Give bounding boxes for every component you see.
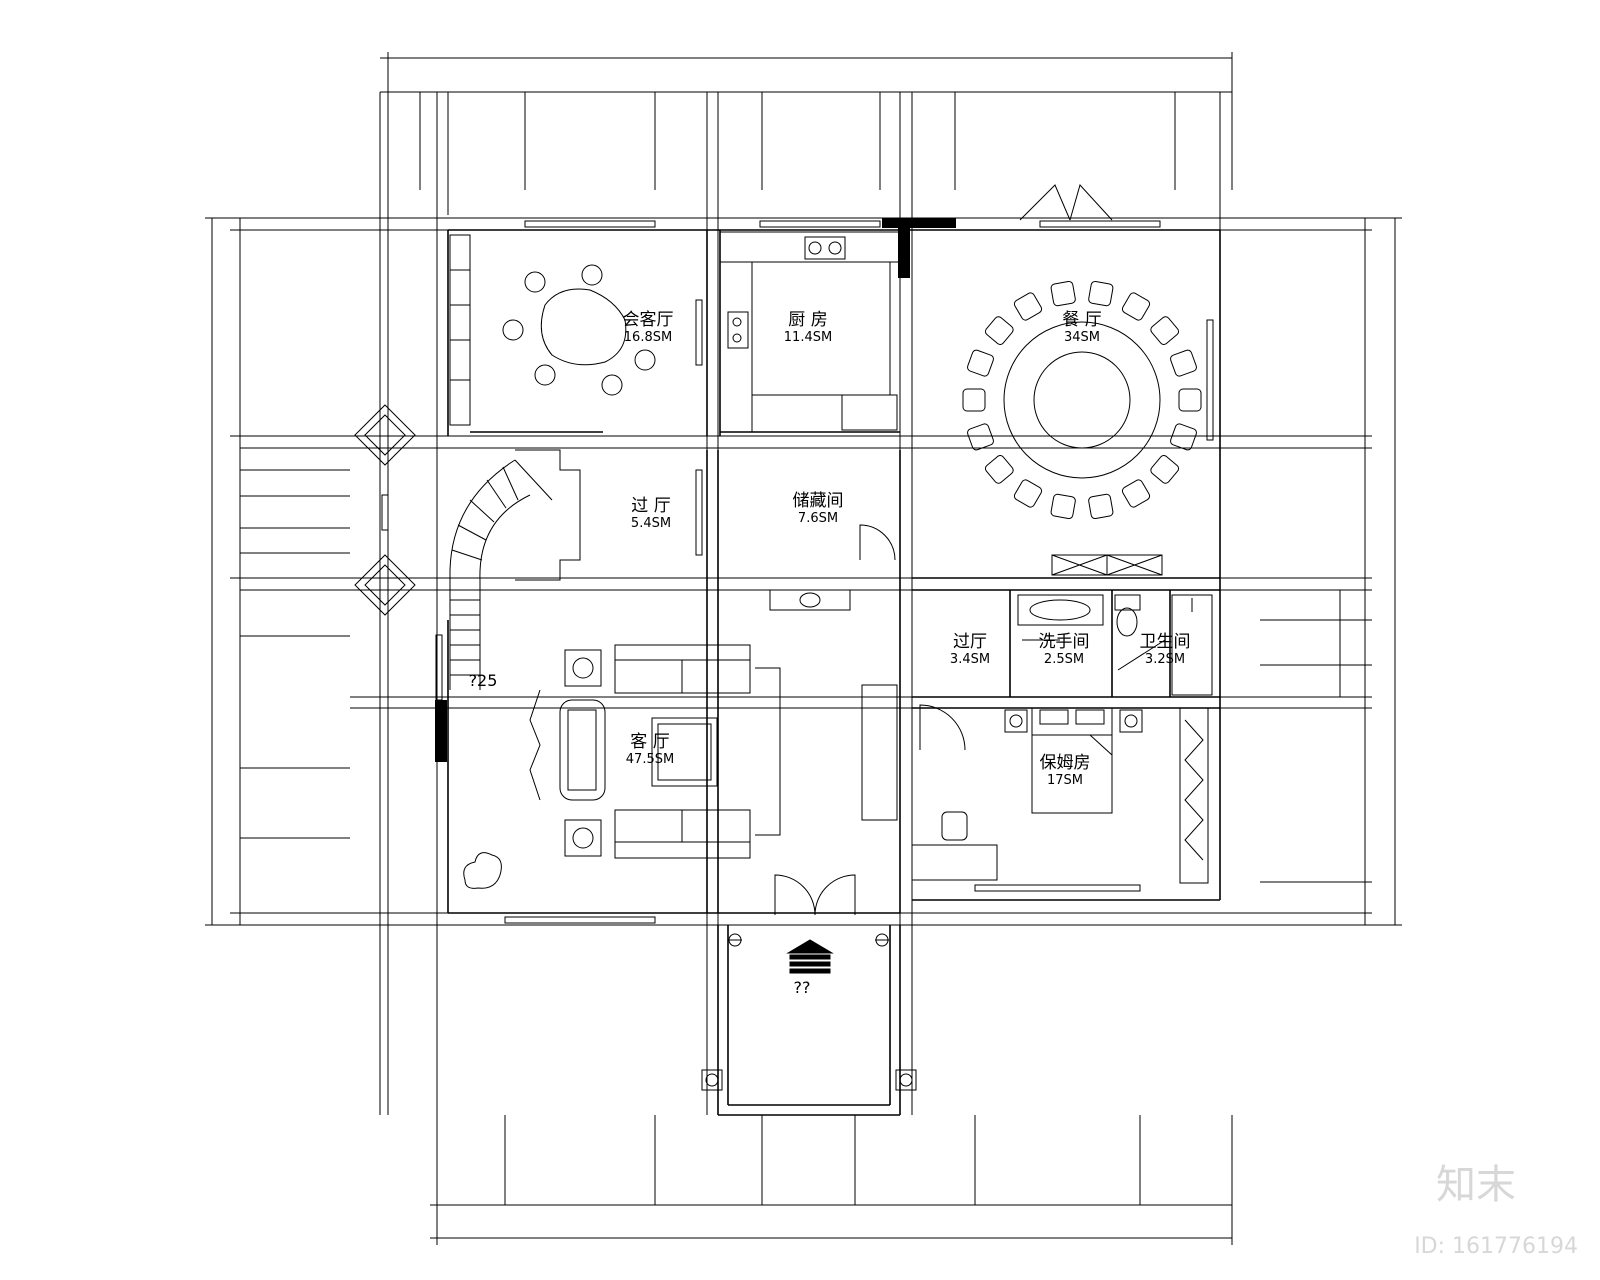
solid-columns bbox=[435, 218, 956, 762]
dining-chair bbox=[1170, 423, 1197, 451]
room-label-maid: 保姆房 17SM bbox=[1040, 753, 1091, 788]
dining-bay-door bbox=[1019, 184, 1113, 221]
dining-chair bbox=[1121, 479, 1151, 508]
room-area: 34SM bbox=[1064, 330, 1100, 345]
room-name: 卫生间 bbox=[1140, 632, 1191, 652]
windows bbox=[381, 220, 1214, 924]
furniture bbox=[449, 231, 1213, 1091]
room-area: 2.5SM bbox=[1044, 652, 1084, 667]
dining-chair bbox=[1050, 280, 1076, 307]
dining-chair bbox=[1150, 455, 1180, 484]
dining-chairs bbox=[962, 280, 1202, 520]
dining-chair bbox=[1013, 479, 1043, 508]
doors bbox=[774, 524, 1166, 916]
room-name: 客 厅 bbox=[630, 732, 669, 752]
dining-chair bbox=[1150, 316, 1180, 345]
room-area: 3.2SM bbox=[1145, 652, 1185, 667]
dining-chair bbox=[1088, 493, 1114, 520]
room-area: 11.4SM bbox=[784, 330, 832, 345]
room-name: 会客厅 bbox=[623, 310, 674, 330]
room-name: 餐 厅 bbox=[1062, 310, 1101, 330]
room-area: 5.4SM bbox=[631, 516, 671, 531]
room-area: 47.5SM bbox=[626, 752, 674, 767]
entrance-arrow bbox=[786, 939, 834, 974]
dining-chair bbox=[967, 349, 994, 377]
watermark-id: ID: 161776194 bbox=[1414, 1234, 1578, 1259]
room-label-dining: 餐 厅 34SM bbox=[1062, 310, 1101, 345]
room-area: 3.4SM bbox=[950, 652, 990, 667]
dining-chair bbox=[984, 316, 1014, 345]
dining-chair bbox=[1178, 388, 1202, 412]
entrance-note: ?? bbox=[794, 978, 811, 997]
room-name: 过厅 bbox=[953, 632, 987, 652]
room-name: 储藏间 bbox=[793, 491, 844, 511]
exterior-lamps bbox=[354, 404, 889, 947]
axis-grid bbox=[205, 52, 1402, 1245]
watermark-logo: 知末 bbox=[1436, 1162, 1516, 1208]
room-label-storage: 储藏间 7.6SM bbox=[793, 491, 844, 526]
room-label-living: 客 厅 47.5SM bbox=[626, 732, 674, 767]
room-name: 过 厅 bbox=[631, 496, 670, 516]
room-name: 洗手间 bbox=[1039, 632, 1090, 652]
walls bbox=[447, 229, 1221, 1116]
room-label-kitchen: 厨 房 11.4SM bbox=[784, 310, 832, 345]
dining-chair bbox=[1170, 349, 1197, 377]
stair-note: ?25 bbox=[469, 671, 498, 690]
dining-chair bbox=[1013, 292, 1043, 321]
room-label-bathroom: 卫生间 3.2SM bbox=[1140, 632, 1191, 667]
room-name: 保姆房 bbox=[1040, 753, 1091, 773]
room-area: 17SM bbox=[1047, 773, 1083, 788]
dining-chair bbox=[967, 423, 994, 451]
dining-chair bbox=[984, 455, 1014, 484]
dining-chair bbox=[1121, 292, 1151, 321]
dining-chair bbox=[1088, 280, 1114, 307]
staircase bbox=[449, 449, 581, 690]
dining-chair bbox=[1050, 493, 1076, 520]
room-label-hall-1: 过 厅 5.4SM bbox=[631, 496, 671, 531]
room-area: 16.8SM bbox=[624, 330, 672, 345]
room-area: 7.6SM bbox=[798, 511, 838, 526]
room-label-hall-2: 过厅 3.4SM bbox=[950, 632, 990, 667]
room-label-washroom: 洗手间 2.5SM bbox=[1039, 632, 1090, 667]
dining-chair bbox=[962, 388, 986, 412]
room-name: 厨 房 bbox=[788, 310, 827, 330]
room-label-reception: 会客厅 16.8SM bbox=[623, 310, 674, 345]
